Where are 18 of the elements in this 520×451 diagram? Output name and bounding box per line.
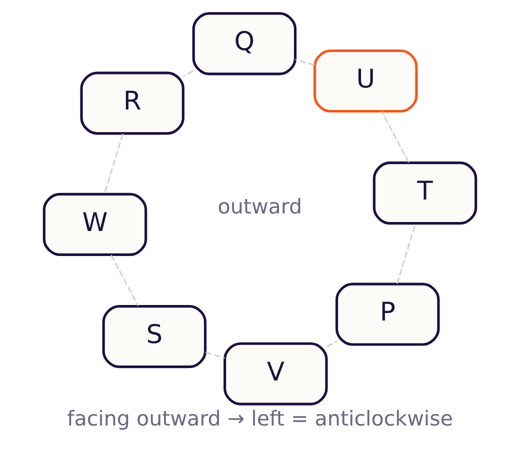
- caption: facing outward → left = anticlockwise: [66, 406, 454, 431]
- connector: [110, 254, 139, 306]
- connector: [381, 111, 410, 163]
- connector: [396, 223, 416, 284]
- node-box: T: [372, 162, 478, 225]
- connector: [104, 134, 124, 194]
- connector: [295, 58, 315, 66]
- connector: [326, 340, 338, 348]
- connector: [182, 70, 194, 77]
- node-box: R: [80, 72, 184, 135]
- node-box: V: [224, 342, 328, 406]
- node-box: S: [102, 305, 207, 368]
- node-box: U: [314, 49, 418, 113]
- label: outward: [218, 194, 302, 219]
- connector: [205, 352, 225, 359]
- node-box: P: [335, 282, 440, 346]
- node-box: W: [42, 192, 148, 256]
- node-box: Q: [192, 12, 297, 76]
